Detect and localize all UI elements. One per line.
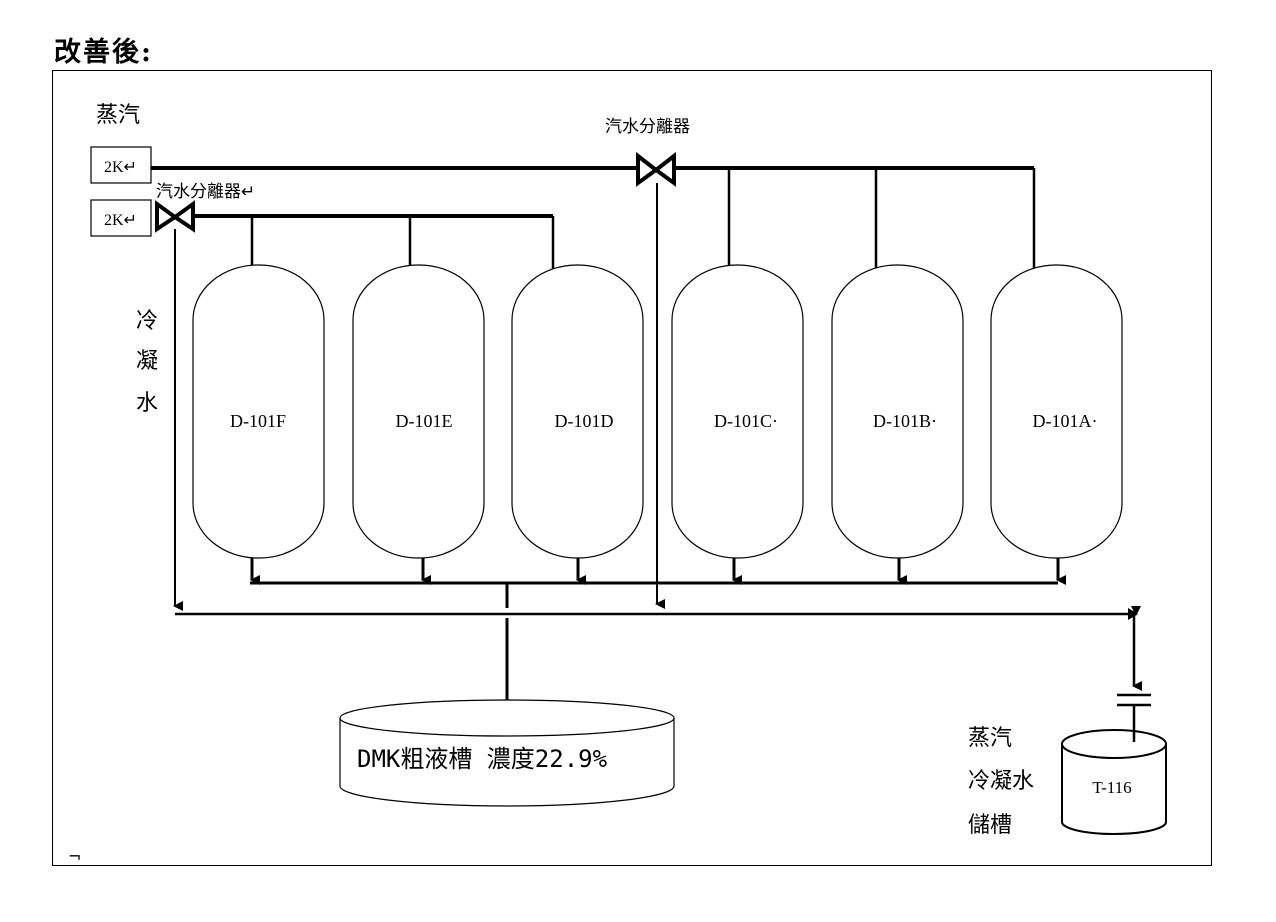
vessel-d101a-label: D-101A·	[1033, 411, 1098, 431]
header-box-2-label: 2K↵	[104, 212, 137, 229]
vessel-drains	[250, 558, 1066, 585]
dmk-crude-tank: DMK粗液槽 濃度22.9%	[339, 699, 675, 807]
separator-label-lower: 汽水分離器↵	[156, 182, 255, 202]
vessel-d101f-label: D-101F	[230, 411, 286, 431]
condensate-label-2: 凝	[136, 349, 158, 374]
separator-valve-upper	[636, 151, 676, 187]
page-heading: 改善後:	[54, 37, 153, 68]
condensate-label-1: 冷	[136, 309, 158, 334]
condensate-tank-caption-3: 儲槽	[968, 813, 1012, 838]
vessel-d101a: D-101A·	[990, 264, 1123, 559]
vessel-d101c: D-101C·	[671, 264, 804, 559]
vessel-d101f: D-101F	[192, 264, 325, 559]
vessel-d101e-label: D-101E	[396, 411, 453, 431]
separator-label-upper: 汽水分離器	[605, 117, 690, 137]
condensate-label-3: 水	[136, 391, 158, 416]
header-box-1: 2K↵	[90, 146, 152, 184]
t116-tank: T-116	[1061, 729, 1167, 835]
separator-valve-lower	[155, 200, 195, 233]
vessel-d101d-label: D-101D	[555, 411, 614, 431]
vessel-d101d: D-101D	[511, 264, 644, 559]
diagram-frame	[52, 70, 1212, 866]
corner-mark: ¬	[68, 847, 81, 866]
vessel-d101c-label: D-101C·	[714, 411, 778, 431]
condensate-tank-caption-2: 冷凝水	[968, 769, 1034, 794]
vessel-d101e: D-101E	[352, 264, 485, 559]
steam-header-upper	[151, 166, 1042, 303]
dmk-crude-tank-label: DMK粗液槽 濃度22.9%	[357, 745, 608, 773]
condensate-tank-caption-1: 蒸汽	[968, 726, 1012, 751]
header-box-2: 2K↵	[90, 199, 152, 237]
steam-label: 蒸汽	[96, 103, 140, 128]
t116-tank-label: T-116	[1092, 778, 1131, 797]
header-box-1-label: 2K↵	[104, 159, 137, 176]
vessel-d101b-label: D-101B·	[873, 411, 937, 431]
vessel-d101b: D-101B·	[831, 264, 964, 559]
